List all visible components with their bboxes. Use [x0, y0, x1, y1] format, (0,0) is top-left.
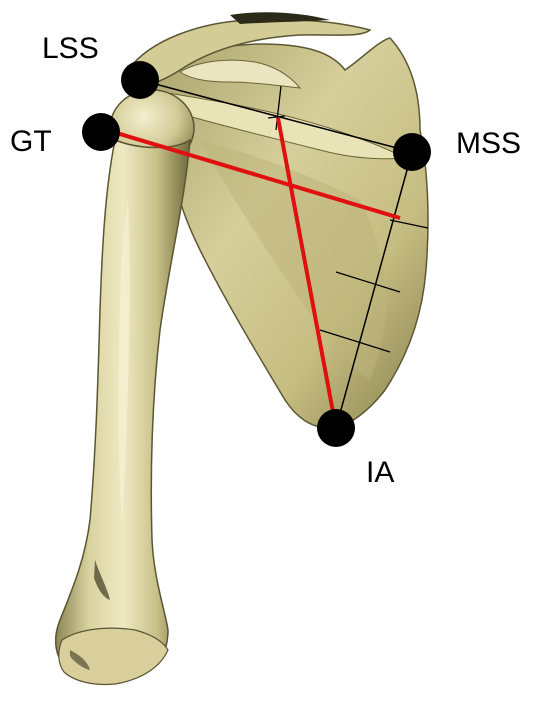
- gt-marker: [82, 113, 120, 151]
- mss-marker: [393, 133, 431, 171]
- label-lss: LSS: [42, 34, 99, 64]
- lss-marker: [121, 61, 159, 99]
- label-mss: MSS: [456, 129, 521, 159]
- label-gt: GT: [10, 127, 52, 157]
- ia-marker: [317, 409, 355, 447]
- label-ia: IA: [366, 458, 394, 488]
